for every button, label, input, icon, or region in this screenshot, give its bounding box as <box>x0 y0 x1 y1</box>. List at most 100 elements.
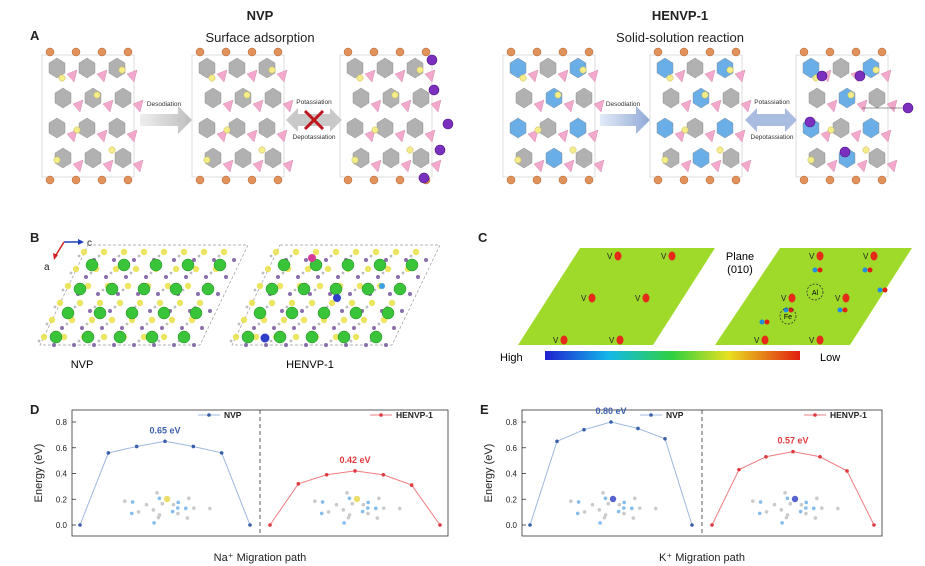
panel-b-left-caption: NVP <box>71 359 94 371</box>
crystal-structure-3 <box>339 47 454 185</box>
henvp-site: V <box>754 335 769 345</box>
data-point <box>609 420 613 424</box>
depotassiation-label-nvp: Depotassiation <box>293 134 336 141</box>
barrier-annotation: 0.65 eV <box>149 425 180 435</box>
axis-c-label: c <box>87 238 92 249</box>
lattice-henvp <box>229 244 441 347</box>
vacancy-label: V <box>809 252 815 261</box>
data-point <box>818 454 822 459</box>
desodiation-arrow-henvp: Desodiation <box>600 101 650 134</box>
migration-structure <box>751 491 840 525</box>
potassiation-blocked-arrow: Potassiation Depotassiation <box>286 99 342 141</box>
panel-a-right-subtitle: Solid-solution reaction <box>616 30 744 45</box>
al-site: Al <box>806 283 824 301</box>
legend-label: HENVP-1 <box>396 410 433 420</box>
barrier-annotation: 0.80 eV <box>595 406 626 416</box>
data-point <box>296 482 301 486</box>
potassiation-arrow-henvp: Potassiation Depotassiation <box>745 99 797 141</box>
legend-label: HENVP-1 <box>830 410 867 420</box>
desodiation-label-henvp: Desodiation <box>606 101 641 108</box>
charge-map-henvp <box>715 248 912 345</box>
data-point <box>78 523 82 527</box>
x-axis-label: Na⁺ Migration path <box>214 552 307 564</box>
nvp-site: V <box>553 335 568 345</box>
vacancy-label: V <box>835 294 841 303</box>
y-axis-label: Energy (eV) <box>33 444 45 503</box>
vacancy-label: V <box>781 294 787 303</box>
vacancy-label: V <box>635 294 641 303</box>
y-axis-label: Energy (eV) <box>483 444 495 503</box>
colorbar <box>545 351 800 360</box>
potassiation-label-henvp: Potassiation <box>754 99 790 106</box>
vacancy-label: V <box>609 336 615 345</box>
data-point <box>191 444 196 449</box>
blocked-cross-icon <box>303 109 325 131</box>
y-tick-label: 0.8 <box>506 418 518 427</box>
barrier-annotation: 0.57 eV <box>777 436 808 446</box>
data-point <box>438 523 442 527</box>
panel-a-label: A <box>30 28 40 43</box>
panel-e-label: E <box>480 402 489 417</box>
crystal-structure-6 <box>795 47 914 185</box>
data-point <box>737 467 741 472</box>
data-point <box>528 523 532 527</box>
migration-structure <box>123 491 212 525</box>
data-point <box>353 469 357 473</box>
panel-a-left-subtitle: Surface adsorption <box>205 30 315 45</box>
migration-structure <box>313 491 402 525</box>
y-tick-label: 0.6 <box>506 444 518 453</box>
nvp-site: V <box>581 293 596 303</box>
y-tick-label: 0.0 <box>56 521 68 530</box>
y-tick-label: 0.4 <box>506 470 518 479</box>
nvp-site: V <box>635 293 650 303</box>
colorbar-high-label: High <box>500 352 523 364</box>
migration-structure <box>569 491 658 525</box>
henvp-site: V <box>835 293 850 303</box>
henvp-site: V <box>809 335 824 345</box>
henvp-site: V <box>863 251 878 261</box>
data-point <box>381 472 386 477</box>
desodiation-arrow-nvp: Desodiation <box>140 101 192 134</box>
series-nvp: 0.80 eV NVP <box>528 406 694 527</box>
series-henvp-1: 0.57 eV HENVP-1 <box>710 410 876 527</box>
panel-d-label: D <box>30 402 40 417</box>
panel-b-right-caption: HENVP-1 <box>286 359 334 371</box>
data-point <box>106 451 111 455</box>
vacancy-label: V <box>809 336 815 345</box>
data-point <box>636 426 640 431</box>
legend-nvp: NVP <box>198 410 242 420</box>
series-line <box>711 451 875 526</box>
depotassiation-label-henvp: Depotassiation <box>751 134 794 141</box>
data-point <box>409 483 414 487</box>
data-point <box>690 523 694 527</box>
y-tick-label: 0.6 <box>56 444 68 453</box>
legend-label: NVP <box>666 410 684 420</box>
data-point <box>163 439 167 444</box>
colorbar-low-label: Low <box>820 352 840 364</box>
vacancy-label: V <box>553 336 559 345</box>
barrier-annotation: 0.42 eV <box>339 455 370 465</box>
data-point <box>791 449 795 454</box>
panel-a-left-title: NVP <box>246 8 274 23</box>
data-point <box>324 472 329 477</box>
series-line <box>529 421 693 526</box>
crystal-structure-4 <box>502 47 605 185</box>
axis-indicator: c a <box>44 238 92 273</box>
legend-nvp: NVP <box>640 410 684 420</box>
panel-a-figure: Desodiation Potassiation Depotassiation … <box>41 47 914 185</box>
data-point <box>248 523 252 527</box>
y-tick-label: 0.4 <box>56 470 68 479</box>
vacancy-label: V <box>661 252 667 261</box>
vacancy-label: V <box>863 252 869 261</box>
data-point <box>764 454 768 459</box>
plane-index: (010) <box>727 264 753 276</box>
vacancy-label: V <box>607 252 613 261</box>
data-point <box>872 523 876 527</box>
x-axis-label: K⁺ Migration path <box>659 552 745 564</box>
data-point <box>219 451 224 455</box>
nvp-site: V <box>607 251 622 261</box>
panel-a-right-title: HENVP-1 <box>651 8 709 23</box>
